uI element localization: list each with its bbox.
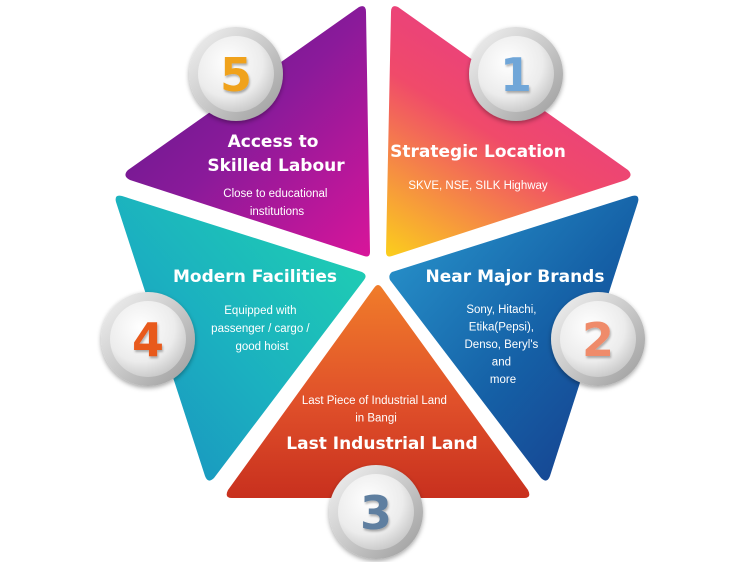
- segment-2-desc-line-2: Etika(Pepsi),: [469, 322, 534, 334]
- segment-5-desc-line-1: Close to educational: [223, 188, 327, 200]
- segment-5-desc-line-2: institutions: [250, 206, 305, 218]
- badge-3: 3: [329, 465, 423, 559]
- segment-3-title: Last Industrial Land: [286, 434, 477, 454]
- segment-2-shape: [389, 195, 639, 481]
- svg-text:Sony, Hitachi, Etika(Pep: Sony, Hitachi, Etika(Pepsi), Denso, Bery…: [465, 304, 542, 386]
- segment-access-to-skilled-labour: Access to Skilled Labour Close to educat…: [125, 6, 370, 257]
- segment-4-desc-line-3: good hoist: [235, 341, 289, 353]
- svg-text:Last Industrial Land: Last Industrial Land: [286, 434, 477, 454]
- segment-5-title-line-2: Skilled Labour: [207, 156, 345, 176]
- badge-2-number: 2: [582, 313, 614, 367]
- segment-4-title: Modern Facilities: [173, 267, 337, 287]
- badge-4: 4: [101, 292, 195, 386]
- svg-text:SKVE, NSE, SILK Highway: SKVE, NSE, SILK Highway: [408, 180, 548, 192]
- badge-2: 2: [551, 292, 645, 386]
- svg-text:Equipped with passenger: Equipped with passenger / cargo / good h…: [211, 305, 313, 353]
- segment-4-desc-line-2: passenger / cargo /: [211, 323, 310, 335]
- segment-modern-facilities: Modern Facilities Equipped with passenge…: [115, 195, 366, 481]
- svg-text:Strategic Location: Strategic Location: [390, 142, 566, 162]
- segment-1-shape: [386, 6, 631, 257]
- svg-text:Modern Facilities: Modern Facilities: [173, 267, 337, 287]
- badge-1-number: 1: [500, 48, 532, 102]
- segment-1-desc: SKVE, NSE, SILK Highway: [408, 180, 548, 192]
- segment-2-desc-line-3: Denso, Beryl's: [465, 339, 539, 351]
- segment-2-title: Near Major Brands: [426, 267, 605, 287]
- segment-2-desc-line-1: Sony, Hitachi,: [466, 304, 536, 316]
- segment-1-title: Strategic Location: [390, 142, 566, 162]
- segment-last-industrial-land: Last Piece of Industrial Land in Bangi L…: [226, 285, 530, 498]
- svg-text:Near Major Brands: Near Major Brands: [426, 267, 605, 287]
- badge-5: 5: [189, 27, 283, 121]
- segment-near-major-brands: Near Major Brands Sony, Hitachi, Etika(P…: [389, 195, 639, 481]
- segment-4-shape: [115, 195, 366, 481]
- svg-text:Access to Skilled Labour: Access to Skilled Labour: [207, 132, 345, 176]
- badge-5-number: 5: [220, 48, 252, 102]
- segment-5-shape: [125, 6, 370, 257]
- badge-1: 1: [469, 27, 563, 121]
- segment-3-shape: [226, 285, 530, 498]
- segment-5-title-line-1: Access to: [228, 132, 319, 152]
- segment-3-desc-line-1: Last Piece of Industrial Land: [302, 395, 447, 407]
- badge-3-number: 3: [360, 486, 392, 540]
- badge-4-number: 4: [132, 313, 164, 367]
- segment-3-desc-line-2: in Bangi: [355, 413, 397, 425]
- segment-2-desc-line-4: and: [492, 357, 511, 369]
- svg-text:Last Piece of Industrial Land: Last Piece of Industrial Land in Bangi: [302, 395, 450, 425]
- segment-strategic-location: Strategic Location SKVE, NSE, SILK Highw…: [386, 6, 631, 257]
- segment-2-desc-line-5: more: [490, 374, 516, 386]
- segment-4-desc-line-1: Equipped with: [224, 305, 296, 317]
- svg-text:Close to educational ins: Close to educational institutions: [223, 188, 330, 218]
